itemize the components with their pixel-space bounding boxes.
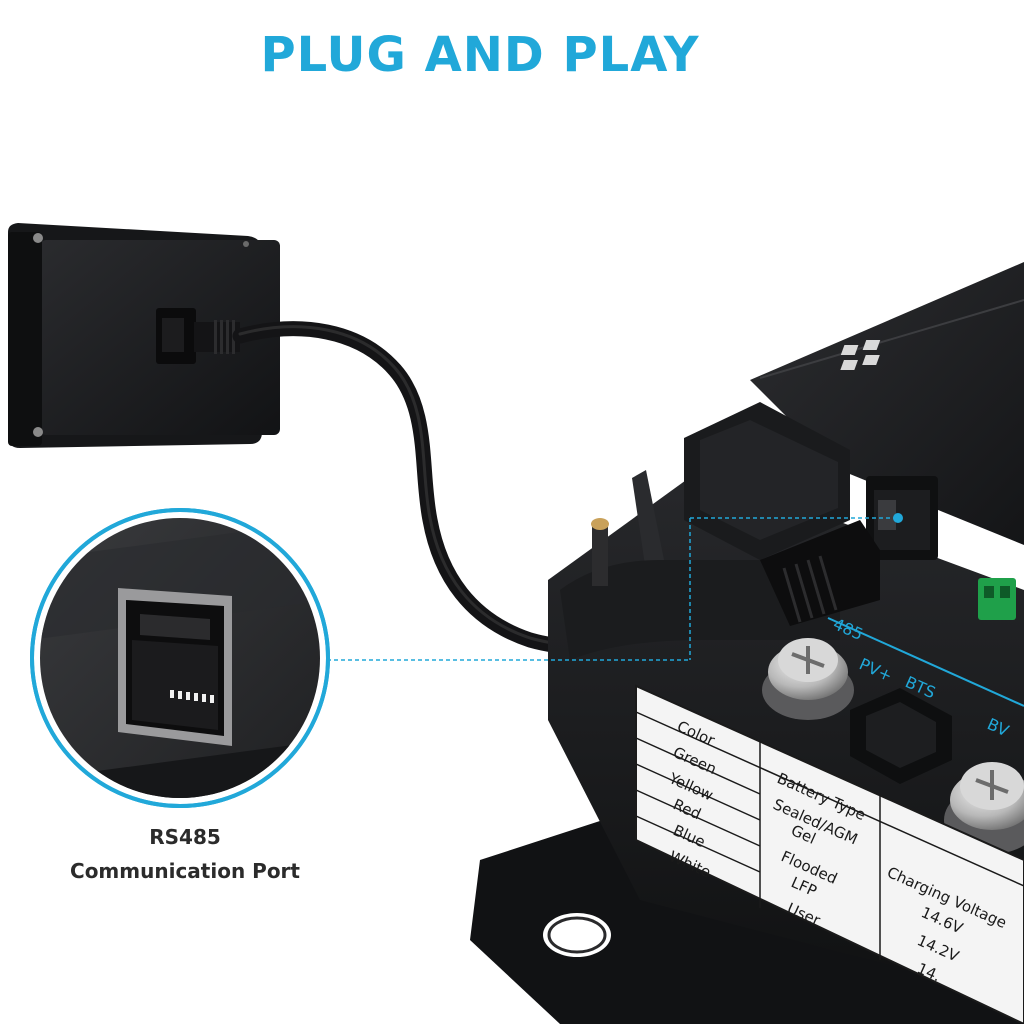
mounting-hole — [543, 913, 611, 957]
brand-logo-icon — [840, 340, 881, 370]
spec-label: Color Green Yellow Red Blue White Batter… — [635, 684, 1024, 1024]
headline: PLUG AND PLAY — [260, 27, 700, 83]
callout-leader — [320, 517, 898, 661]
callout-dot — [893, 513, 903, 523]
screw-icon — [33, 427, 43, 437]
screw-icon — [33, 233, 43, 243]
terminal-bolt — [762, 638, 854, 720]
callout-subtitle: Communication Port — [70, 859, 300, 883]
brass-screw-icon — [591, 518, 609, 530]
charge-controller: 485 PV+ BTS BV — [470, 262, 1024, 1024]
zoom-callout — [30, 508, 330, 808]
terminal-bolt — [944, 762, 1024, 854]
remote-display — [8, 223, 280, 448]
callout-title: RS485 — [149, 825, 221, 849]
green-terminal — [978, 578, 1016, 620]
